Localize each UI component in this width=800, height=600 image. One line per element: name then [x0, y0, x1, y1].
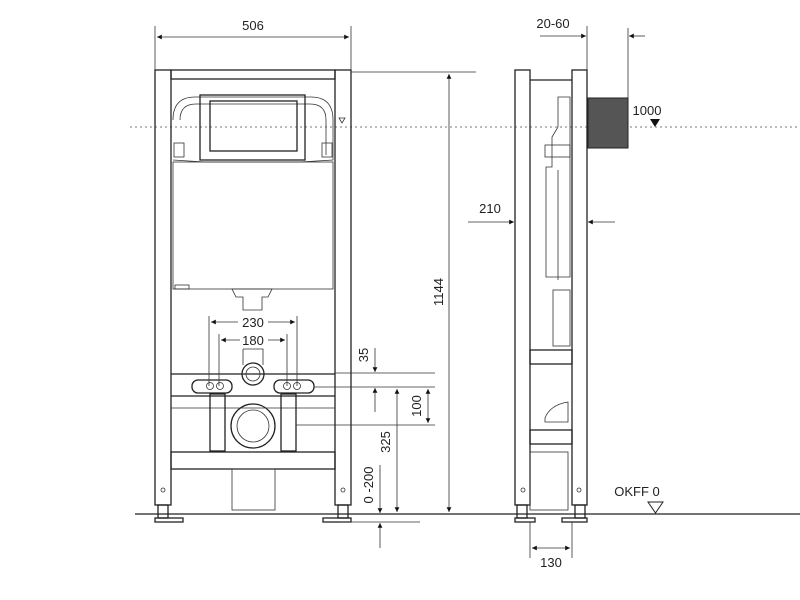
side-view-frame	[514, 69, 629, 523]
front-view-frame	[154, 69, 352, 523]
height-label: 1144	[431, 278, 446, 306]
actuator-plate	[199, 94, 306, 161]
floor-label: OKFF 0	[614, 484, 660, 499]
foot-depth-label: 130	[540, 555, 562, 570]
front-dimensions	[154, 26, 476, 548]
frame-depth-label: 210	[479, 201, 501, 216]
floor-level-icon	[647, 501, 664, 514]
side-dimensions	[468, 26, 664, 558]
outer-spacing-label: 230	[242, 315, 264, 330]
drain-pipe-icon	[230, 403, 276, 449]
flush-pipe-icon	[241, 362, 265, 386]
inner-spacing-label: 180	[242, 333, 264, 348]
height-marker-icon	[650, 119, 660, 127]
wall-depth-label: 20-60	[536, 16, 569, 31]
wall-box	[587, 97, 629, 149]
actuator-height-label: 1000	[633, 103, 662, 118]
drain-offset-label: 100	[409, 395, 424, 417]
width-label: 506	[242, 18, 264, 33]
drain-height-label: 325	[378, 431, 393, 453]
foot-adjust-label: 0 -200	[361, 467, 376, 504]
offset-label: 35	[356, 348, 371, 362]
cistern	[172, 161, 334, 290]
